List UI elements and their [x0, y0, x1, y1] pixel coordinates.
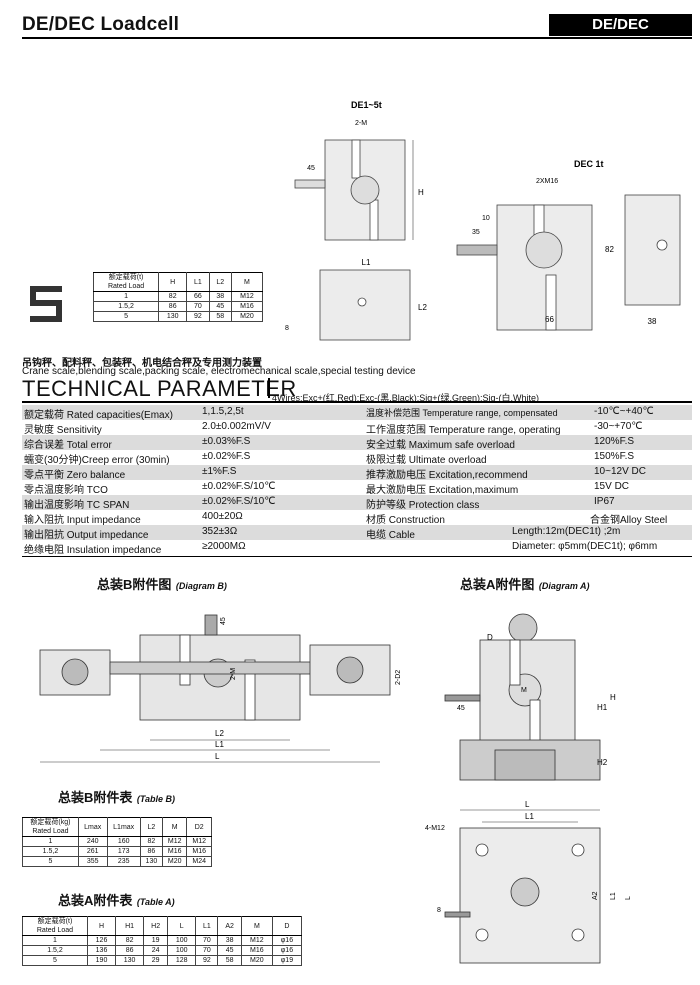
title-divider	[268, 378, 270, 398]
diagram-b-l1-label: L1	[215, 740, 224, 749]
de-l2-label: L2	[418, 303, 427, 312]
spec-row: 绝缘电阻 Insulation impedance≥2000MΩ Diamete…	[24, 541, 658, 556]
title-rule	[22, 401, 692, 403]
dec-front-view	[456, 204, 593, 331]
dimension-drawings: DE1~5t 2-M 45 H L1 L2 8 DEC 1t 2XM16 10 …	[30, 100, 681, 341]
diagram-a-l1-label: L1	[525, 812, 534, 821]
model-badge: DE/DEC	[549, 14, 692, 36]
diagram-b-drawing: L2 L1 L 2-M 2-D2 45	[39, 614, 402, 763]
dec-82-label: 82	[605, 245, 614, 254]
spec-row: 蠕变(30分钟)Creep error (30min)±0.02%F.S 极限过…	[24, 451, 635, 466]
diagram-b-heading: 总装B附件图 (Diagram B)	[97, 577, 227, 592]
dec-2xm16-label: 2XM16	[536, 178, 558, 185]
de-h-label: H	[418, 188, 424, 197]
spec-row: 额定载荷 Rated capacities(Emax)1,1.5,2,5t 温度…	[22, 405, 692, 421]
diagram-a-l-vertical: L	[625, 896, 632, 900]
dec-38-label: 38	[648, 317, 657, 326]
diagram-a-45-label: 45	[457, 705, 465, 712]
de-title: DE1~5t	[351, 100, 382, 110]
table-b-header-load: 额定载荷(kg)Rated Load	[22, 817, 79, 837]
mini-header-l1: L1	[186, 272, 210, 292]
applications-en: Crane scale,blending scale,packing scale…	[22, 366, 416, 377]
mini-header-l2: L2	[208, 272, 232, 292]
de-8-label: 8	[285, 325, 289, 332]
diagram-a-drawing: D H H1 H2 M 45 L L1 4-M12 L1 A2 L 8	[425, 613, 632, 964]
diagram-a-m-label: M	[521, 687, 527, 694]
page-title: DE/DEC Loadcell	[22, 14, 180, 35]
de-front-view	[294, 139, 406, 241]
diagram-a-d-label: D	[487, 633, 493, 642]
diagram-a-h-label: H	[610, 693, 616, 702]
diagram-b-m-label: 2-M	[230, 668, 237, 680]
mini-header-h: H	[158, 272, 188, 292]
diagram-a-m12-label: 4-M12	[425, 825, 445, 832]
mini-header-load: 额定载荷(t)Rated Load	[92, 272, 160, 292]
de-2m-label: 2-M	[355, 120, 367, 127]
de-45-label: 45	[307, 165, 315, 172]
diagram-a-h1-label: H1	[597, 703, 608, 712]
de-l1-label: L1	[362, 258, 371, 267]
mini-header-m: M	[230, 272, 264, 292]
table-a-heading: 总装A附件表 (Table A)	[58, 893, 175, 908]
diagram-b-l-label: L	[215, 752, 220, 761]
wires-note: 4Wires:Exc+(红,Red);Exc-(黑,Black);Sig+(绿,…	[272, 393, 540, 403]
spec-row: 输出温度影响 TC SPAN±0.02%F.S/10℃ 防护等级 Protect…	[22, 495, 692, 511]
diagram-b-45-label: 45	[220, 617, 227, 625]
table-b-heading: 总装B附件表 (Table B)	[58, 790, 176, 805]
diagram-a-l-label: L	[525, 800, 530, 809]
diagram-b-d2-label: 2-D2	[395, 670, 402, 685]
spec-row: 零点平衡 Zero balance±1%F.S 推荐激励电压 Excitatio…	[22, 465, 692, 481]
de-bottom-view	[319, 269, 411, 341]
diagram-a-8-label: 8	[437, 907, 441, 914]
diagram-a-h2-label: H2	[597, 758, 608, 767]
technical-parameter-title: TECHNICAL PARAMETER	[22, 376, 297, 401]
dec-35-label: 35	[472, 229, 480, 236]
s-shape-icon	[30, 286, 62, 322]
diagram-a-heading: 总装A附件图 (Diagram A)	[460, 577, 590, 592]
dec-side-view	[624, 194, 681, 306]
table-a-header-load: 额定载荷(t)Rated Load	[22, 916, 88, 936]
header-rule	[22, 37, 692, 39]
dec-10-label: 10	[482, 215, 490, 222]
dec-title: DEC 1t	[574, 159, 604, 169]
diagram-b-l2-label: L2	[215, 729, 224, 738]
spec-row: 零点温度影响 TCO±0.02%F.S/10℃ 最大激励电压 Excitatio…	[24, 481, 630, 496]
diagram-a-a2-label: A2	[592, 891, 599, 900]
applications-cn: 吊钩秤、配料秤、包装秤、机电结合秤及专用测力装置	[22, 358, 262, 369]
diagram-a-l1-vertical: L1	[610, 892, 617, 900]
dec-66-label: 66	[545, 315, 554, 324]
spec-row: 综合误差 Total error±0.03%F.S 安全过载 Maximum s…	[22, 435, 692, 451]
